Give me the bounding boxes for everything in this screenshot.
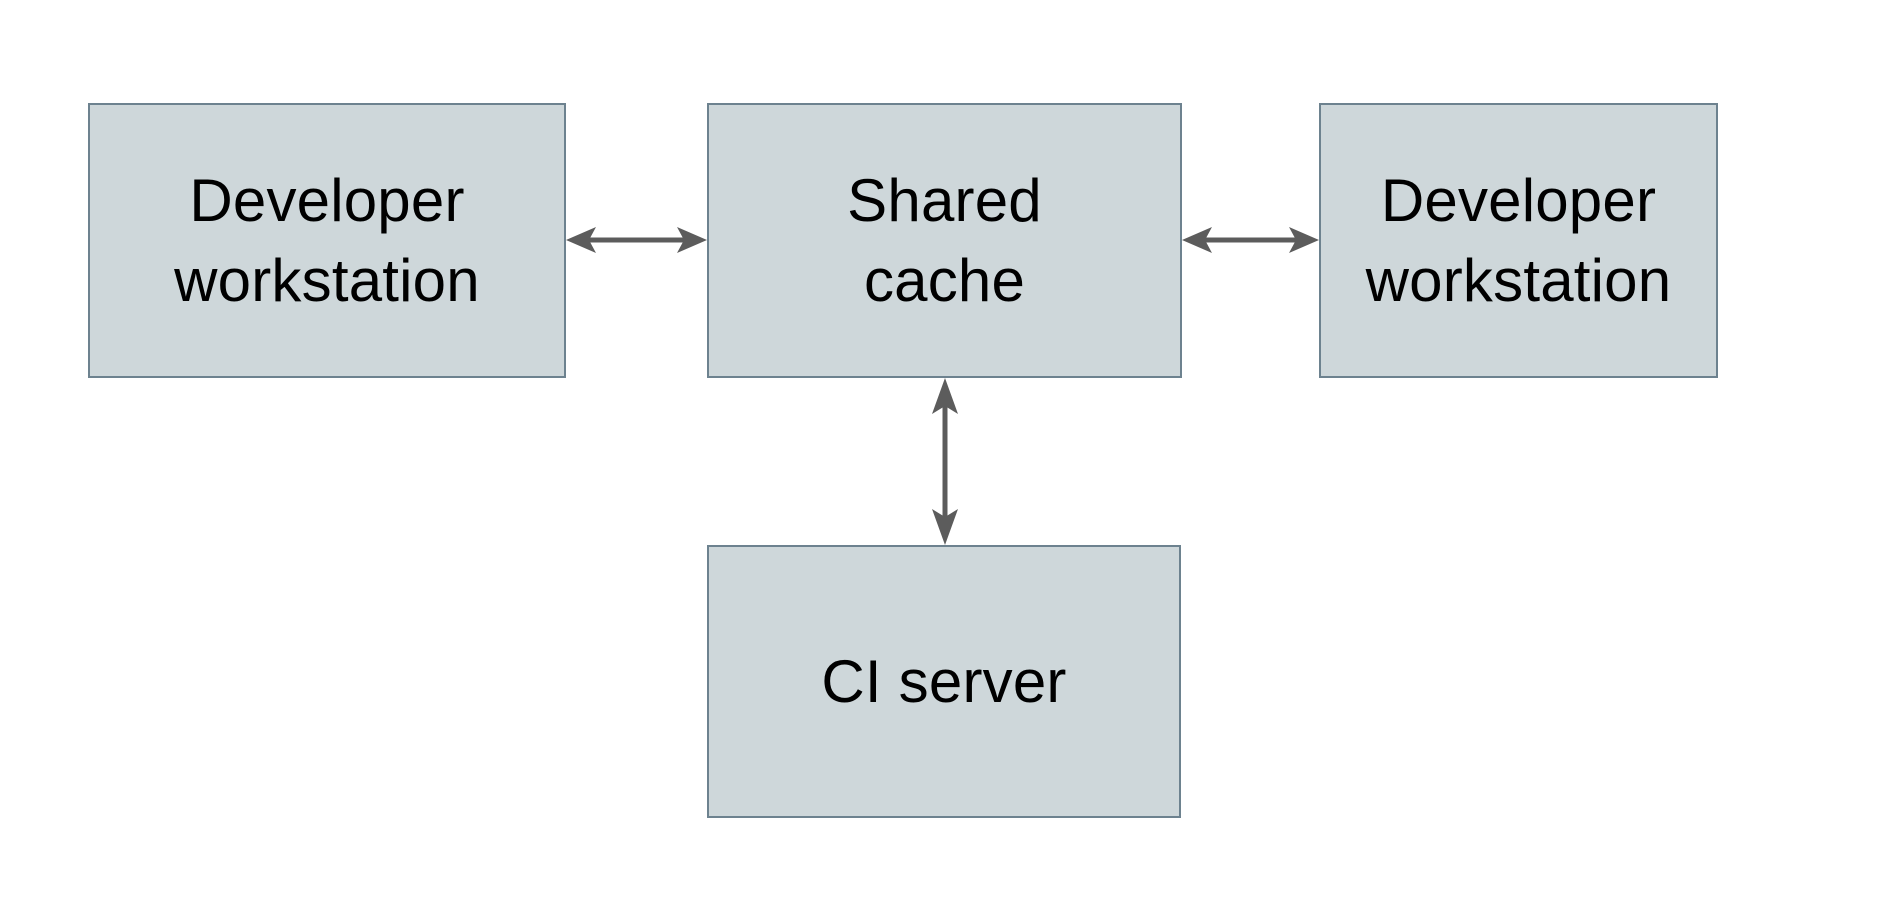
double-arrow-horizontal-icon (566, 227, 707, 253)
node-label: Developer workstation (1365, 166, 1672, 314)
double-arrow-vertical-icon (932, 378, 958, 545)
node-ci-server[interactable]: CI server (707, 545, 1181, 818)
node-label: Shared cache (847, 166, 1042, 314)
node-label: CI server (821, 647, 1067, 715)
double-arrow-horizontal-icon (1182, 227, 1319, 253)
edge-left-workstation-to-cache (566, 215, 707, 265)
edge-cache-to-right-workstation (1182, 215, 1319, 265)
edge-cache-to-ci-server (920, 378, 970, 545)
node-label: Developer workstation (174, 166, 480, 314)
node-shared-cache[interactable]: Shared cache (707, 103, 1182, 378)
node-developer-workstation-right[interactable]: Developer workstation (1319, 103, 1718, 378)
node-developer-workstation-left[interactable]: Developer workstation (88, 103, 566, 378)
